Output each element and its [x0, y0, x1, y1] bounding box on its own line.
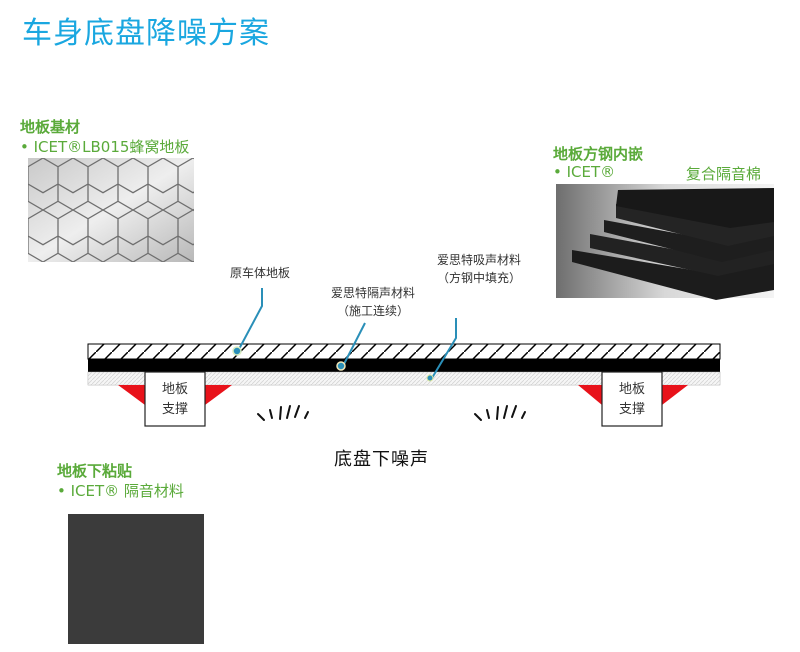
- label-chassis-noise: 底盘下噪声: [334, 449, 429, 470]
- label-absorb-line2: （方钢中填充）: [436, 271, 521, 285]
- leader-insulation: [342, 322, 366, 367]
- label-absorb-material: 爱思特吸声材料 （方钢中填充）: [423, 251, 535, 287]
- underfloor-heading: 地板下粘贴: [57, 462, 133, 480]
- label-absorb-line1: 爱思特吸声材料: [436, 253, 521, 267]
- dark-sheet-image: [68, 514, 204, 644]
- honeycomb-panel-image: [28, 158, 194, 262]
- floor-cross-section: [87, 343, 721, 386]
- label-original-floor: 原车体地板: [230, 266, 291, 280]
- label-insulation-line2: （施工连续）: [336, 304, 409, 318]
- foam-sheets-image: [556, 184, 774, 300]
- floor-base-heading: 地板基材: [20, 118, 81, 136]
- label-support-right: 地板 支撑: [602, 380, 662, 420]
- label-insulation-line1: 爱思特隔声材料: [330, 286, 415, 300]
- support-right-line1: 地板: [618, 382, 645, 397]
- floor-base-bullet: • ICET®LB015蜂窝地板: [20, 138, 190, 156]
- steel-insert-bullet: • ICET®: [553, 163, 616, 181]
- leader-absorb: [431, 318, 457, 379]
- support-left-line2: 支撑: [161, 402, 188, 417]
- noise-marks-left: [257, 405, 309, 421]
- leader-original-floor: [237, 288, 263, 352]
- page-title: 车身底盘降噪方案: [22, 16, 270, 51]
- marker-dot-insulation: [336, 361, 346, 371]
- label-support-left: 地板 支撑: [145, 380, 205, 420]
- steel-insert-material: 复合隔音棉: [686, 165, 762, 183]
- underfloor-bullet: • ICET® 隔音材料: [57, 482, 184, 500]
- marker-dot-absorb: [426, 374, 434, 382]
- noise-marks-right: [474, 405, 526, 421]
- marker-dot-original-floor: [232, 346, 242, 356]
- steel-insert-heading: 地板方钢内嵌: [553, 145, 644, 163]
- support-left-line1: 地板: [161, 382, 188, 397]
- support-right-line2: 支撑: [618, 402, 645, 417]
- label-insulation-material: 爱思特隔声材料 （施工连续）: [318, 284, 428, 320]
